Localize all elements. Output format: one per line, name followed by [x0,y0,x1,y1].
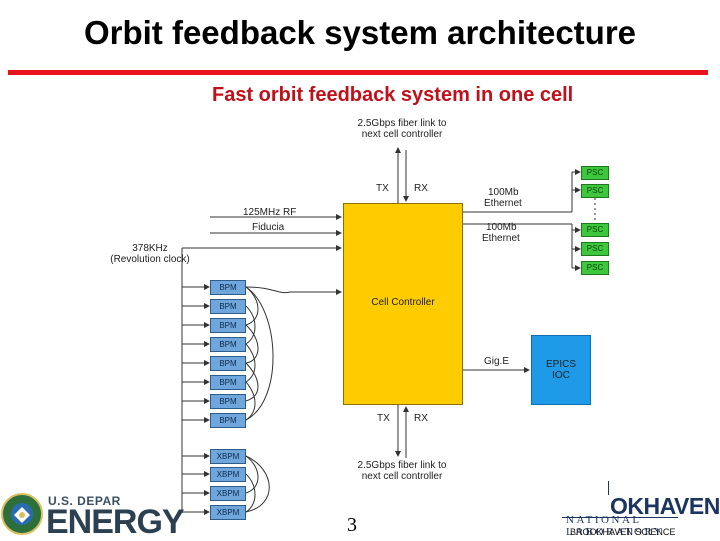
epics-label: EPICS [545,359,576,370]
xbpm-box: XBPM [210,505,246,520]
psc-box: PSC [581,223,609,237]
epics-ioc-box: EPICS IOC [531,335,591,405]
ethernet-1-label-line1: 100Mb [488,187,519,198]
psc-box: PSC [581,166,609,180]
psc-box: PSC [581,184,609,198]
bpm-box: BPM [210,280,246,295]
ethernet-2-label-line1: 100Mb [486,222,517,233]
bpm-box: BPM [210,337,246,352]
bnl-logo-science: BROOKHAVEN SCIENCE [570,527,676,537]
bpm-box: BPM [210,413,246,428]
cell-controller-label: Cell Controller [371,297,435,308]
top-fiber-link-label-line1: 2.5Gbps fiber link to [357,118,447,129]
bnl-logo-lab: NATIONAL LABORATORY [566,514,665,538]
top-rx-label: RX [414,183,428,194]
top-fiber-link-label-line2: next cell controller [361,129,443,140]
bnl-logo-name: OKHAVEN [610,493,720,519]
doe-logo [1,493,43,535]
ioc-label: IOC [552,370,570,381]
bottom-tx-label: TX [377,413,390,424]
rev-clock-label-line2: (Revolution clock) [110,254,190,265]
bpm-box: BPM [210,394,246,409]
cell-controller-box: Cell Controller [343,203,463,405]
top-tx-label: TX [376,183,389,194]
title-underline [8,70,708,75]
psc-box: PSC [581,261,609,275]
bottom-fiber-link-label-line2: next cell controller [361,471,443,482]
ethernet-2-label-line2: Ethernet [482,233,520,244]
xbpm-box: XBPM [210,449,246,464]
gige-label: Gig.E [484,356,510,367]
bpm-box: BPM [210,375,246,390]
xbpm-box: XBPM [210,486,246,501]
slide-title: Orbit feedback system architecture [83,14,637,51]
xbpm-box: XBPM [210,467,246,482]
doe-logo-top-text: U.S. DEPAR [48,494,121,508]
rf-label: 125MHz RF [243,207,297,218]
bottom-fiber-link-label-line1: 2.5Gbps fiber link to [357,460,447,471]
bpm-box: BPM [210,356,246,371]
doe-logo-main-text: ENERGY [46,503,185,541]
bpm-box: BPM [210,299,246,314]
bpm-box: BPM [210,318,246,333]
bottom-rx-label: RX [414,413,428,424]
psc-box: PSC [581,242,609,256]
bnl-logo [560,481,720,540]
page-number: 3 [347,514,357,536]
ethernet-1-label-line2: Ethernet [484,198,522,209]
fiducia-label: Fiducia [252,222,285,233]
slide-subtitle: Fast orbit feedback system in one cell [212,84,574,106]
rev-clock-label-line1: 378KHz [132,243,168,254]
